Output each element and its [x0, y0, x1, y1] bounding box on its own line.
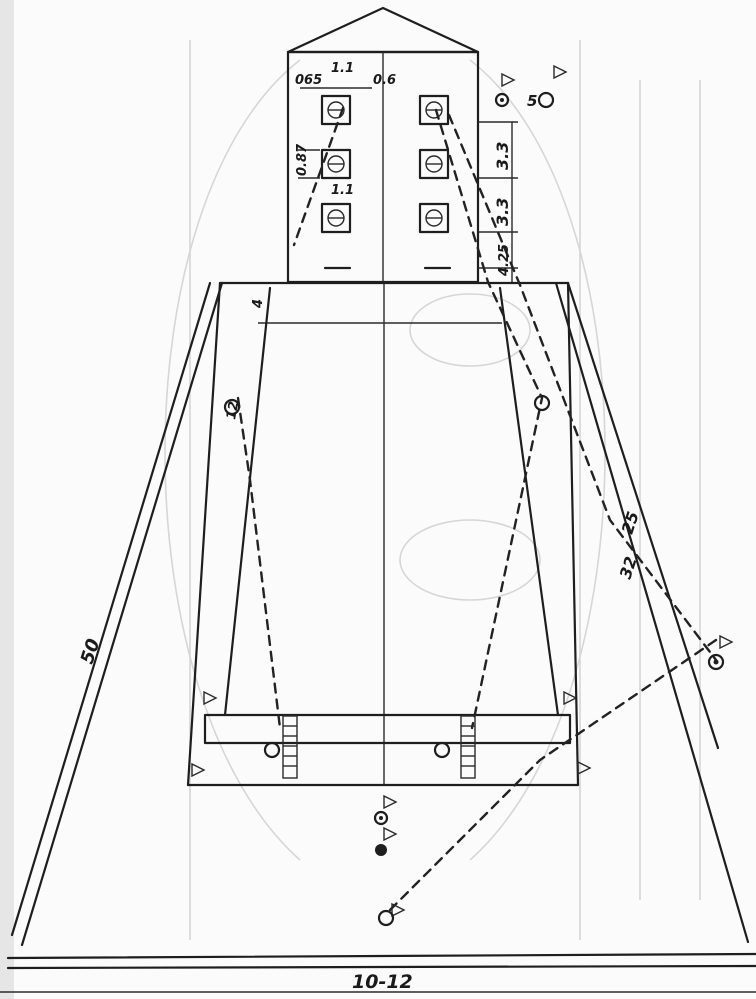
windows-left: [320, 94, 352, 234]
circle-symbols: [223, 91, 725, 927]
yard-right-edge: [566, 281, 580, 787]
windows-right: [418, 94, 450, 234]
dim-065: 065: [295, 73, 322, 88]
ground-lines: [0, 952, 756, 993]
ladders: [282, 715, 476, 779]
building-roof: [286, 6, 480, 54]
dim-1-1-mid: 1.1: [331, 183, 354, 198]
dim-10-12: 10-12: [352, 971, 413, 993]
dimension-bracket-right: [478, 121, 518, 282]
dim-4: 4: [251, 299, 266, 309]
marker-5: 5: [527, 92, 537, 110]
dim-3-3-b: 3.3: [493, 198, 512, 226]
marker-12: 12: [224, 400, 242, 420]
inner-frame: [203, 286, 572, 745]
dim-0-6: 0.6: [373, 73, 396, 88]
dim-1-1-top: 1.1: [331, 61, 354, 76]
dim-0-87: 0.87: [295, 143, 310, 176]
yard-trapezoid: [186, 281, 580, 787]
dim-4-25: 4.25: [497, 244, 512, 277]
flag-markers: [191, 64, 734, 918]
building: [286, 6, 480, 284]
dim-3-3-a: 3.3: [493, 142, 512, 170]
page-edge-shadow: [0, 0, 14, 999]
yard-left-edge: [186, 281, 222, 787]
dim-25: 25: [618, 509, 643, 536]
background-ghost-lines: [164, 40, 701, 940]
outer-sweep-lines: [10, 281, 750, 947]
dashed-traces: [236, 106, 718, 912]
